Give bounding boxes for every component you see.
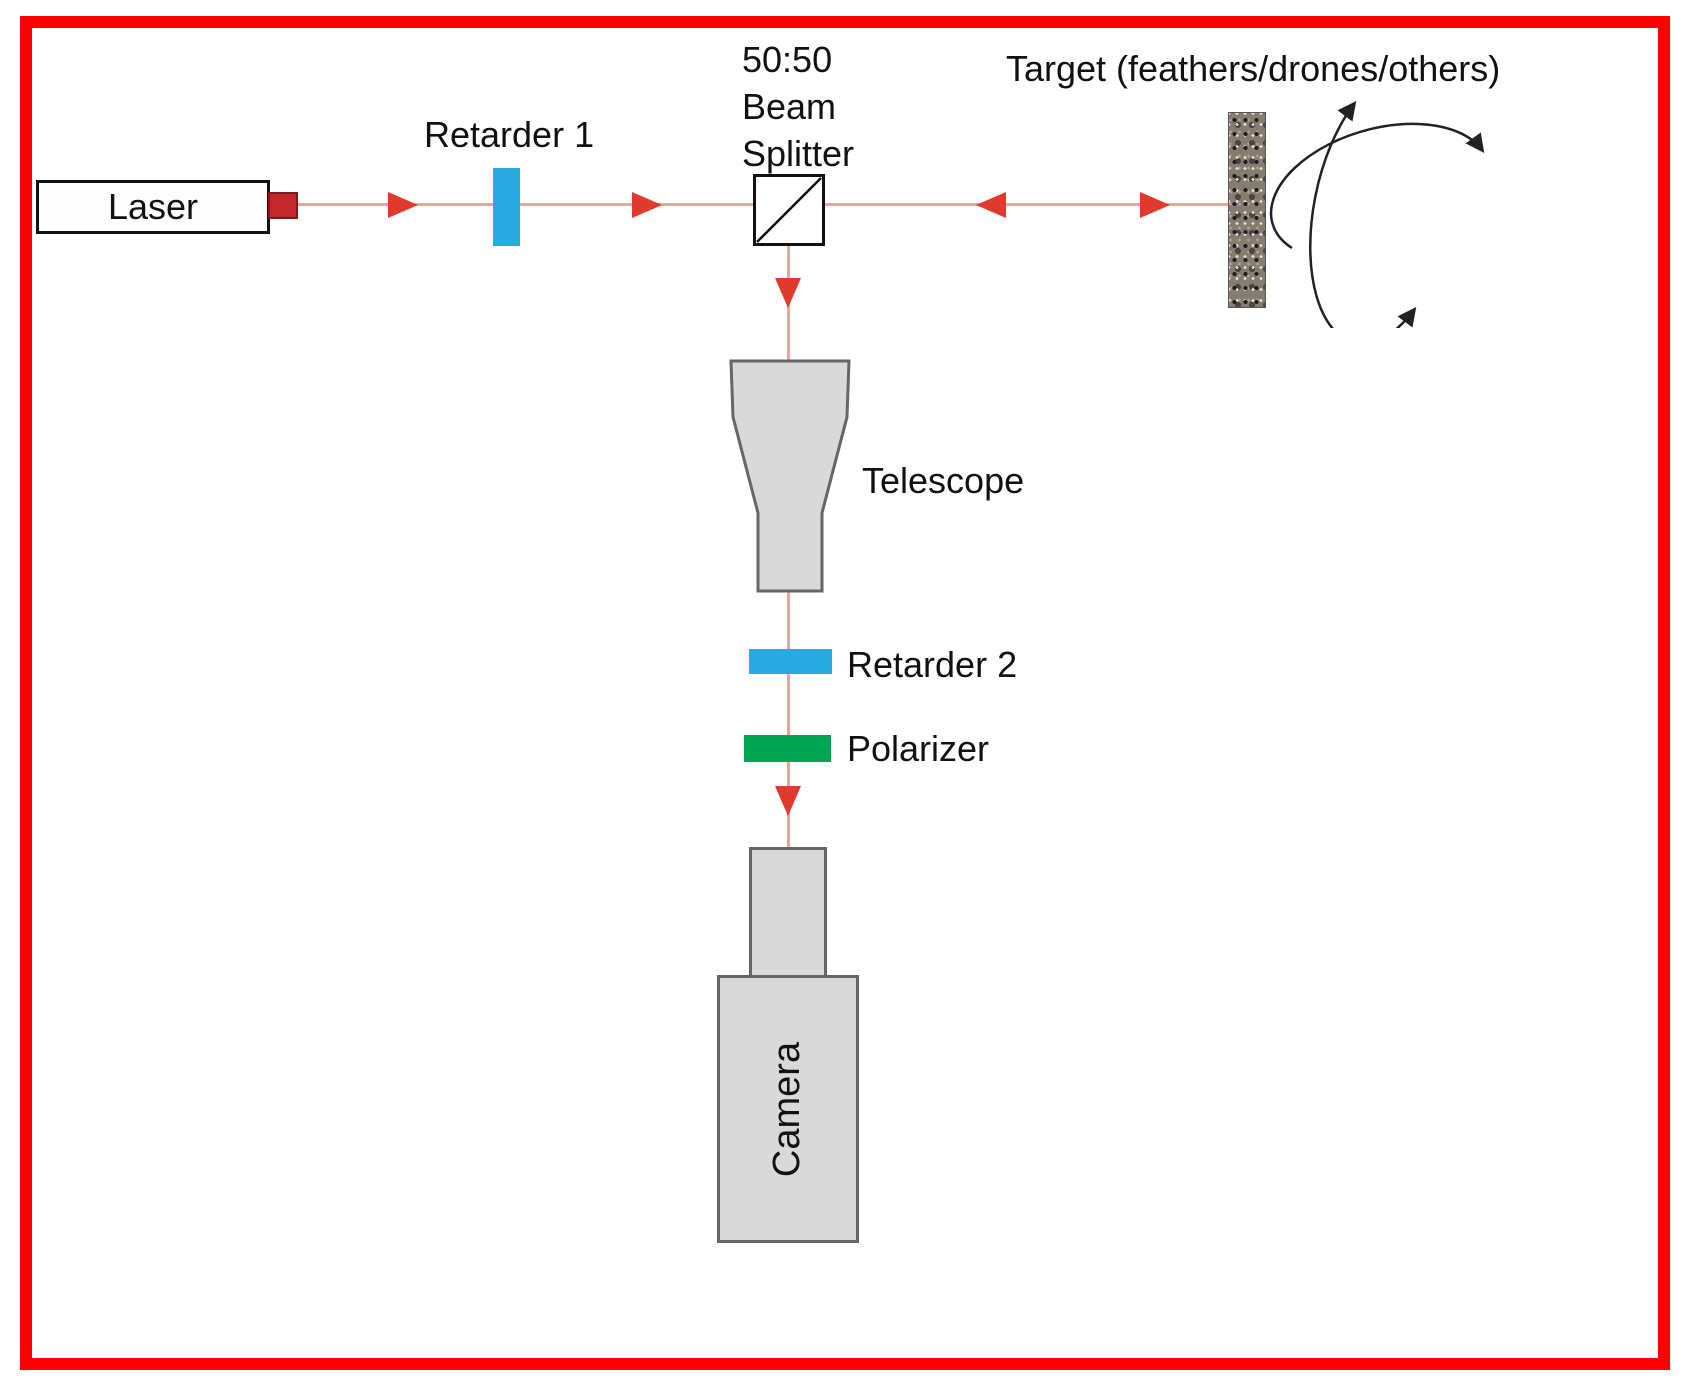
retarder1-element: [493, 168, 520, 246]
beam-splitter-label-line1: 50:50: [742, 39, 833, 80]
camera-label: Camera: [766, 1041, 809, 1177]
camera-body: Camera: [717, 975, 859, 1243]
telescope-label: Telescope: [862, 460, 1025, 501]
red-border-frame: [20, 16, 1670, 1370]
beam-arrow-right-to-target-icon: [1140, 192, 1170, 218]
beam-arrow-right-1-icon: [388, 192, 418, 218]
laser-label: Laser: [107, 186, 199, 227]
laser-output-coupler: [268, 192, 298, 219]
beam-arrow-left-return-icon: [976, 192, 1006, 218]
retarder2-element: [749, 649, 832, 674]
beam-splitter-label-line2: Beam: [742, 86, 837, 127]
beam-splitter-cube: [753, 174, 825, 246]
camera-lens-barrel: [749, 847, 827, 978]
retarder2-label: Retarder 2: [847, 644, 1018, 685]
polarizer-label: Polarizer: [847, 728, 990, 769]
retarder1-label: Retarder 1: [424, 114, 595, 155]
beam-arrow-down-1-icon: [775, 278, 801, 308]
target-surface: [1228, 112, 1266, 308]
beam-splitter-label-line3: Splitter: [742, 133, 855, 174]
laser-box: Laser: [36, 180, 270, 234]
target-rotation-arrows-icon: [1269, 101, 1485, 328]
polarizer-element: [744, 735, 831, 762]
beam-arrow-down-2-icon: [775, 786, 801, 816]
beam-arrow-right-2-icon: [632, 192, 662, 218]
beam-splitter-label: 50:50 Beam Splitter: [742, 36, 854, 177]
telescope-shape: [729, 359, 851, 593]
target-label: Target (feathers/drones/others): [1006, 48, 1501, 89]
